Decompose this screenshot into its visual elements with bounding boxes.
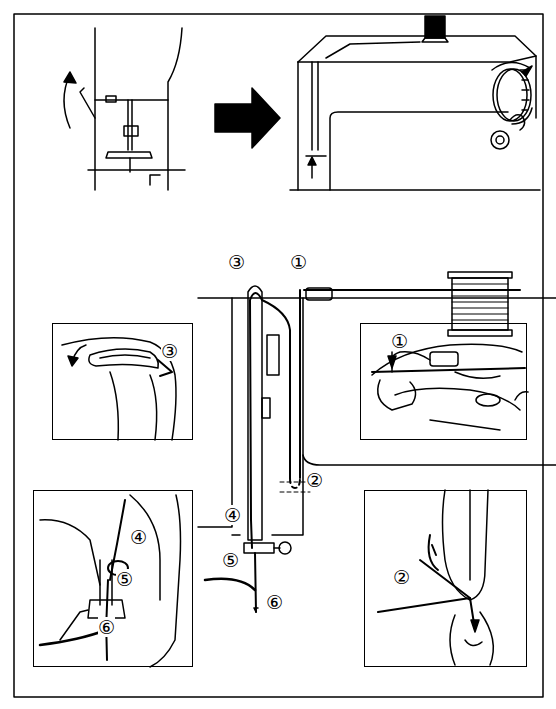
inset-panel: ② (364, 490, 527, 667)
callout-number: ③ (161, 341, 178, 361)
callout-number: ④ (224, 505, 241, 525)
presser-lever-sketch (64, 28, 185, 190)
step-arrow (215, 88, 280, 148)
thread-loop-detail (378, 490, 493, 665)
thread-guide-detail (372, 344, 528, 430)
callout-number: ④ (130, 527, 147, 547)
callout-number: ⑤ (222, 550, 239, 570)
callout-number: ⑤ (116, 569, 133, 589)
outer-frame (14, 14, 543, 697)
inset-panel: ④ ⑤ ⑥ (33, 490, 193, 667)
callout-number: ③ (228, 252, 245, 272)
callout-number: ⑥ (266, 592, 283, 612)
inset-panel: ③ (52, 323, 193, 440)
machine-sketch (290, 16, 540, 190)
take-up-lever-detail (62, 338, 176, 440)
callout-number: ② (393, 567, 410, 587)
threading-path (198, 272, 556, 612)
callout-number: ⑥ (98, 617, 115, 637)
callout-number: ① (391, 331, 408, 351)
needle-detail (40, 495, 181, 667)
inset-panel: ① (360, 323, 527, 440)
callout-number: ① (290, 252, 307, 272)
callout-number: ② (306, 470, 323, 490)
